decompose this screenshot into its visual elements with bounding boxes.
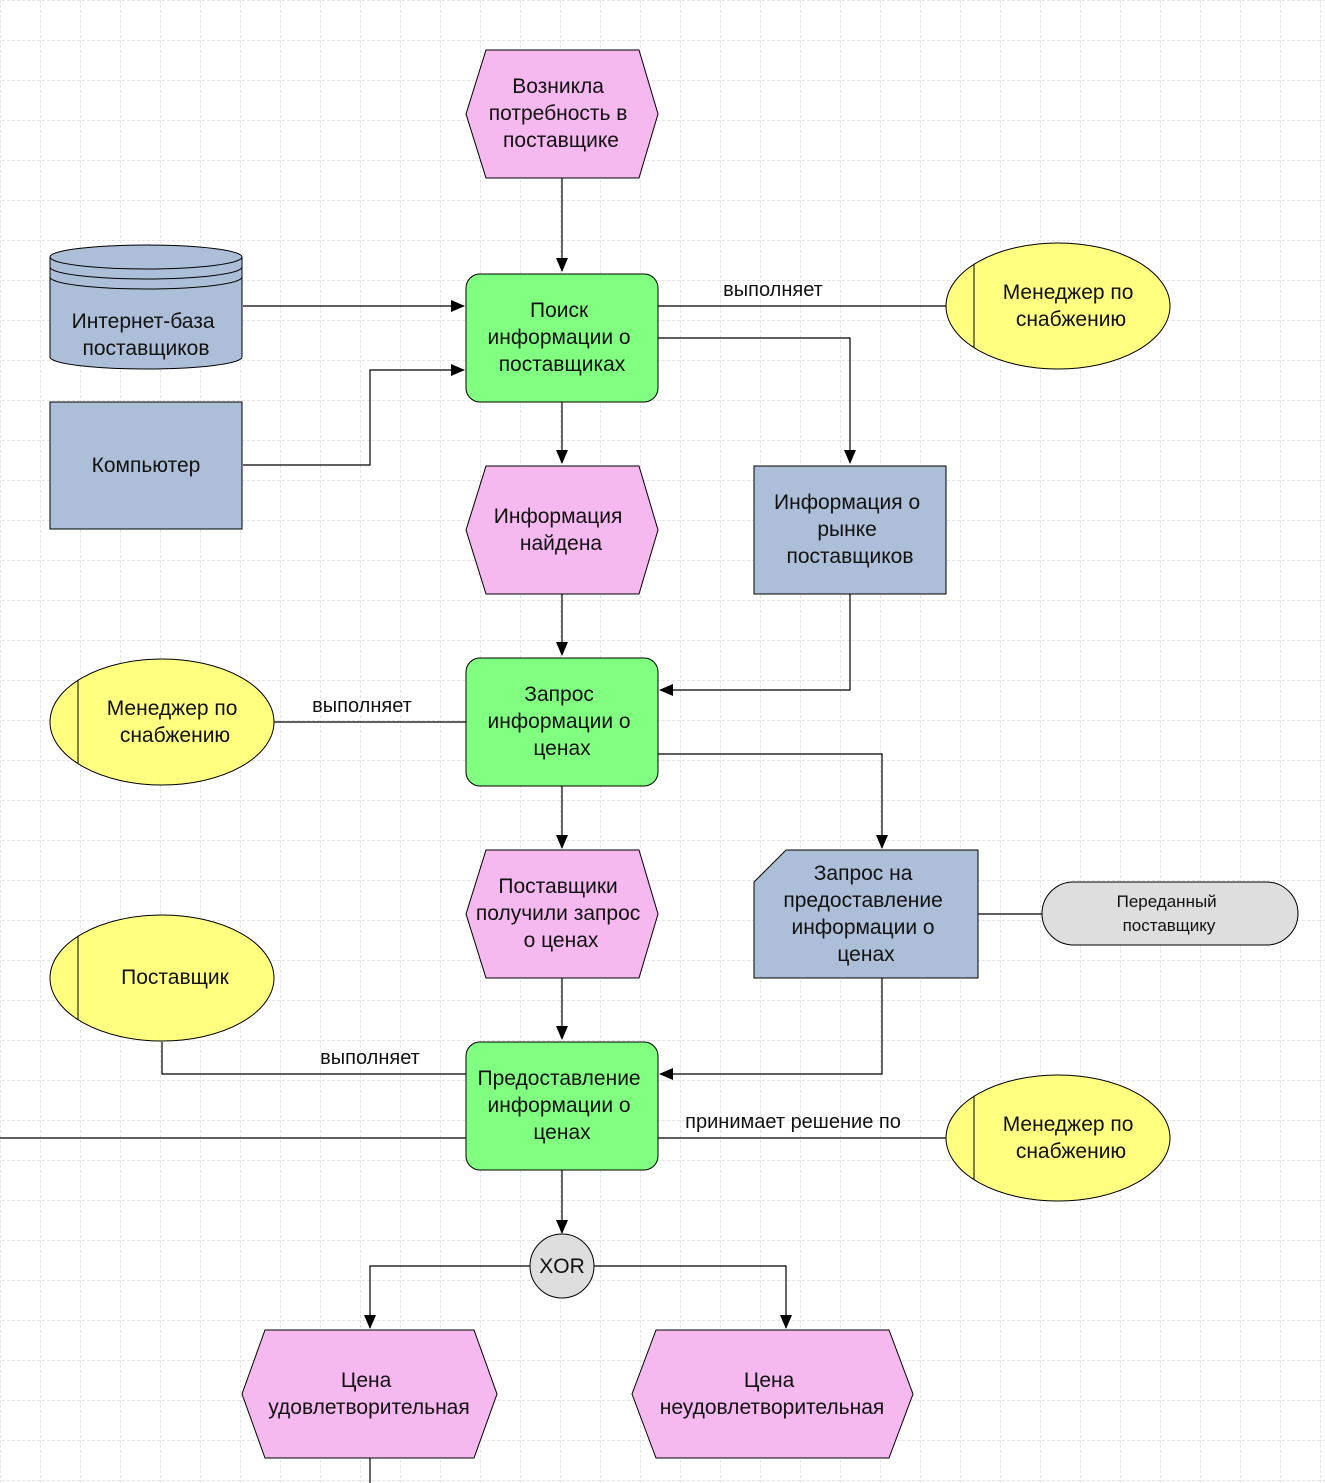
svg-text:Цена удовлетворительная: Цена удовлетворительная: [268, 1369, 469, 1419]
info-market: Информация о рынке поставщиков: [753, 465, 947, 595]
edge-market-to-request: [659, 594, 851, 696]
event-need-supplier-line2: потребность в: [489, 102, 628, 125]
database-line2: поставщиков: [82, 337, 209, 360]
org-manager-2: Менеджер по снабжению: [49, 658, 275, 786]
svg-text:Менеджер по снабжению: Менеджер по снабжению: [107, 697, 244, 747]
document-price-request: Запрос на предоставление информации о це…: [753, 849, 979, 979]
edge-supplier-to-provide: [161, 1042, 466, 1075]
svg-text:Поиск информации о: Поиск информации о поставщиках: [488, 299, 637, 376]
document-line2: предоставление: [783, 889, 942, 912]
svg-text:Цена неудовлетворительна: Цена неудовлетворительная: [660, 1369, 885, 1419]
info-market-line2: рынке: [817, 518, 876, 541]
function-search-line3: поставщиках: [499, 353, 626, 376]
svg-text:Менеджер по снабжению: Менеджер по снабжению: [1003, 1113, 1140, 1163]
event-price-not-ok-line2: неудовлетворительная: [660, 1396, 885, 1419]
event-price-ok-line2: удовлетворительная: [268, 1396, 469, 1419]
svg-text:Компьютер: Компьютер: [92, 454, 201, 477]
event-info-found: Информация найдена: [465, 465, 659, 595]
org-manager-1-line2: снабжению: [1016, 308, 1126, 331]
org-manager-2-line2: снабжению: [120, 724, 230, 747]
info-market-line3: поставщиков: [786, 545, 913, 568]
edge-request-to-doc: [658, 753, 888, 849]
svg-text:Информация о рынке: Информация о рынке поставщиков: [774, 491, 926, 568]
svg-text:Запрос информации о: Запрос информации о ценах: [488, 683, 637, 760]
function-request-line1: Запрос: [524, 683, 594, 706]
svg-text:Поставщики получили запр: Поставщики получили запрос о ценах: [476, 875, 646, 952]
edge-computer-to-search: [243, 364, 465, 466]
connections: [0, 178, 1042, 1483]
document-line4: ценах: [837, 943, 895, 966]
org-manager-2-line1: Менеджер по: [107, 697, 238, 720]
status-line1: Переданный: [1117, 892, 1217, 911]
svg-text:Переданный поставщику: Переданный поставщику: [1117, 892, 1222, 935]
function-request-line2: информации о: [488, 710, 631, 733]
connector-xor: XOR: [529, 1233, 595, 1299]
svg-text:Возникла потребность в: Возникла потребность в поставщике: [489, 75, 634, 152]
event-info-found-line1: Информация: [494, 505, 623, 528]
edge-label-executes-2: выполняет: [312, 695, 412, 717]
function-search-info: Поиск информации о поставщиках: [465, 273, 659, 403]
xor-label: XOR: [539, 1255, 585, 1278]
org-manager-3-line1: Менеджер по: [1003, 1113, 1134, 1136]
event-suppliers-got-request: Поставщики получили запрос о ценах: [465, 849, 659, 979]
edge-doc-to-provide: [659, 978, 883, 1080]
function-search-line1: Поиск: [530, 299, 589, 322]
function-provide-info: Предоставление информации о ценах: [465, 1041, 659, 1171]
event-price-ok-line1: Цена: [341, 1369, 392, 1392]
function-provide-line3: ценах: [533, 1121, 591, 1144]
edge-xor-to-price-ok: [364, 1265, 530, 1329]
org-manager-3: Менеджер по снабжению: [945, 1074, 1171, 1202]
event-suppliers-line3: о ценах: [524, 929, 599, 952]
edge-label-executes-3: выполняет: [320, 1047, 420, 1069]
org-manager-3-line2: снабжению: [1016, 1140, 1126, 1163]
org-manager-1-line1: Менеджер по: [1003, 281, 1134, 304]
event-need-supplier-line3: поставщике: [503, 129, 619, 152]
event-price-not-ok: Цена неудовлетворительная: [631, 1329, 914, 1459]
org-supplier: Поставщик: [49, 914, 275, 1042]
svg-text:Предоставление информаци: Предоставление информации о ценах: [478, 1067, 647, 1144]
function-search-line2: информации о: [488, 326, 631, 349]
event-info-found-line2: найдена: [520, 532, 603, 555]
document-line1: Запрос на: [814, 862, 913, 885]
event-price-ok: Цена удовлетворительная: [241, 1329, 498, 1459]
info-market-line1: Информация о: [774, 491, 920, 514]
status-transferred: Переданный поставщику: [1041, 881, 1299, 946]
edge-search-to-market: [658, 337, 856, 464]
function-provide-line1: Предоставление: [478, 1067, 641, 1090]
edge-label-executes-1: выполняет: [723, 279, 823, 301]
edge-xor-to-price-not-ok: [594, 1265, 792, 1329]
edge-label-decides: принимает решение по: [685, 1111, 901, 1133]
svg-text:Информация найдена: Информация найдена: [494, 505, 628, 555]
event-need-supplier: Возникла потребность в поставщике: [465, 49, 659, 179]
event-suppliers-line2: получили запрос: [476, 902, 640, 925]
function-request-line3: ценах: [533, 737, 591, 760]
org-supplier-label: Поставщик: [121, 966, 229, 989]
database-line1: Интернет-база: [72, 310, 215, 333]
event-price-not-ok-line1: Цена: [744, 1369, 795, 1392]
svg-text:Запрос на предоставление: Запрос на предоставление информации о це…: [783, 862, 948, 966]
function-provide-line2: информации о: [488, 1094, 631, 1117]
svg-text:Интернет-база поставщико: Интернет-база поставщиков: [72, 310, 221, 360]
event-suppliers-line1: Поставщики: [498, 875, 617, 898]
document-line3: информации о: [792, 916, 935, 939]
svg-text:Поставщик: Поставщик: [121, 966, 229, 989]
database-internet: Интернет-база поставщиков: [49, 244, 243, 370]
svg-text:Менеджер по снабжению: Менеджер по снабжению: [1003, 281, 1140, 331]
event-need-supplier-line1: Возникла: [512, 75, 604, 98]
computer-label: Компьютер: [92, 454, 201, 477]
system-computer: Компьютер: [49, 401, 243, 530]
status-line2: поставщику: [1123, 916, 1216, 935]
org-manager-1: Менеджер по снабжению: [945, 242, 1171, 370]
function-price-request: Запрос информации о ценах: [465, 657, 659, 787]
